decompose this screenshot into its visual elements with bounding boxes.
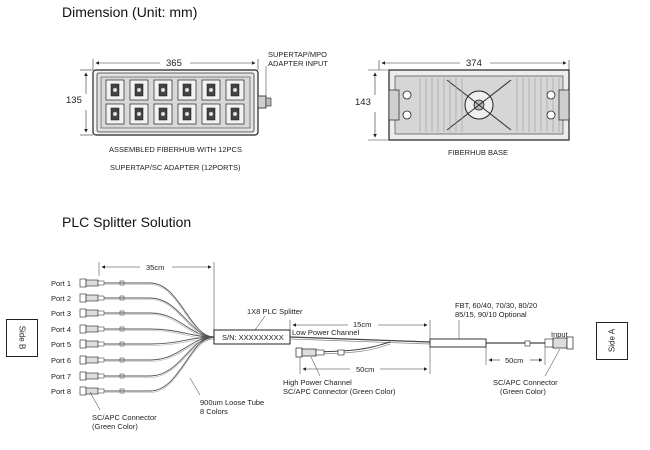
adapter-port: [177, 103, 197, 125]
adapter-port: [201, 103, 221, 125]
adapter-port: [177, 79, 197, 101]
input-note-line1: SUPERTAP/MPO: [268, 50, 327, 59]
fbt-line2: 85/15, 90/10 Optional: [455, 310, 527, 319]
sc-left-line1: SC/APC Connector: [92, 413, 157, 422]
side-a-label: Side A: [607, 328, 617, 353]
port-label: Port 8: [51, 387, 72, 396]
port-label: Port 6: [51, 356, 72, 365]
assembled-height-label: 135: [66, 95, 82, 106]
assembled-width-label: 365: [166, 58, 182, 69]
loose-tube-line1: 900um Loose Tube: [200, 398, 265, 407]
adapter-port: [225, 103, 245, 125]
adapter-port: [201, 79, 221, 101]
base-height-label: 143: [355, 97, 371, 108]
input-note-line2: ADAPTER INPUT: [268, 59, 329, 68]
splitter-label: 1X8 PLC Splitter: [247, 307, 303, 316]
adapter-port: [153, 79, 173, 101]
port-label: Port 1: [51, 279, 72, 288]
length-50cm-input: 50cm: [505, 356, 524, 365]
input-label: Input: [551, 330, 568, 339]
plc-splitter-diagram: [79, 262, 574, 411]
side-b-label: Side B: [17, 325, 27, 350]
adapter-port: [129, 79, 149, 101]
assembled-caption-line2: SUPERTAP/SC ADAPTER (12PORTS): [110, 163, 241, 172]
low-power-label: Low Power Channel: [292, 328, 360, 337]
sc-right-line1: SC/APC Connector: [493, 378, 558, 387]
adapter-port: [153, 103, 173, 125]
dimension-title: Dimension (Unit: mm): [62, 4, 198, 20]
plc-title: PLC Splitter Solution: [62, 214, 192, 230]
sc-right-line2: (Green Color): [500, 387, 546, 396]
adapter-port: [105, 103, 125, 125]
side-b-box: Side B: [6, 319, 38, 357]
output-fiber: [79, 336, 215, 365]
port-label: Port 3: [51, 309, 72, 318]
assembled-caption-line1: ASSEMBLED FIBERHUB WITH 12PCS: [109, 145, 242, 154]
fiberhub-base-drawing: [368, 60, 570, 141]
side-a-box: Side A: [596, 322, 628, 360]
sc-left-line2: (Green Color): [92, 422, 138, 431]
length-50cm-high: 50cm: [356, 365, 375, 374]
base-caption: FIBERHUB BASE: [448, 148, 509, 157]
loose-tube-line2: 8 Colors: [200, 407, 228, 416]
port-label: Port 5: [51, 340, 72, 349]
port-label: Port 7: [51, 372, 72, 381]
length-15cm: 15cm: [353, 320, 372, 329]
output-fiber: [79, 293, 215, 340]
adapter-port: [225, 79, 245, 101]
adapter-port: [105, 79, 125, 101]
high-power-line2: SC/APC Connector (Green Color): [283, 387, 396, 396]
fbt-line1: FBT, 60/40, 70/30, 80/20: [455, 301, 538, 310]
output-fiber: [79, 324, 215, 340]
adapter-port: [129, 103, 149, 125]
port-label: Port 2: [51, 294, 72, 303]
base-width-label: 374: [466, 58, 482, 69]
serial-number: S/N: XXXXXXXXX: [222, 333, 284, 342]
output-fiber: [79, 336, 215, 396]
port-label: Port 4: [51, 325, 72, 334]
length-35cm: 35cm: [146, 263, 165, 272]
high-power-line1: High Power Channel: [283, 378, 352, 387]
assembled-fiberhub-drawing: [80, 59, 272, 136]
